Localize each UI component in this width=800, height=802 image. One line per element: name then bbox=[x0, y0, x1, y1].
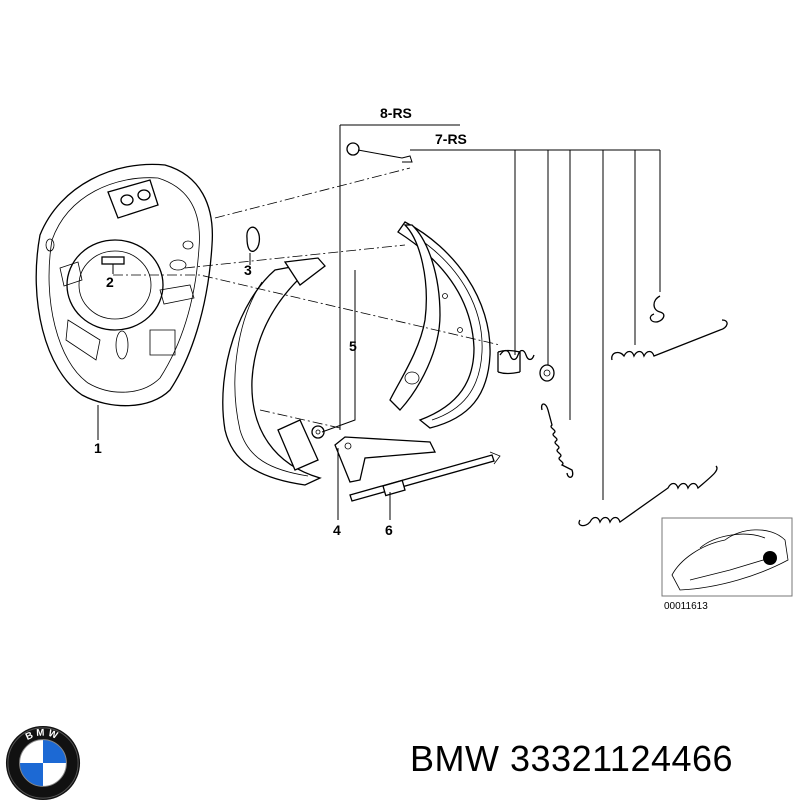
brake-shoe-right bbox=[389, 221, 491, 429]
part-number: 33321124466 bbox=[510, 738, 734, 779]
spring-return-long bbox=[611, 319, 728, 361]
backing-plate bbox=[35, 163, 214, 407]
vehicle-locator-inset: 00011613 bbox=[661, 517, 793, 612]
hold-down-pin bbox=[346, 142, 413, 163]
callout-labels: 8-RS 7-RS 2 3 5 1 4 6 bbox=[94, 105, 467, 538]
leader-lines bbox=[97, 124, 661, 520]
inset-reference-number: 00011613 bbox=[664, 601, 708, 612]
parking-brake-lever bbox=[334, 436, 437, 483]
callout-5: 5 bbox=[349, 338, 357, 354]
location-marker bbox=[763, 551, 777, 565]
callout-8-rs: 8-RS bbox=[380, 105, 412, 121]
svg-text:BMW: BMW bbox=[24, 728, 62, 743]
callout-2: 2 bbox=[106, 274, 114, 290]
callout-4: 4 bbox=[333, 522, 341, 538]
spring-cup bbox=[539, 364, 555, 382]
retaining-clip bbox=[246, 226, 261, 252]
adjuster-strut bbox=[349, 451, 501, 502]
center-lines bbox=[113, 167, 501, 429]
spring-return-short bbox=[540, 403, 574, 478]
callout-1: 1 bbox=[94, 440, 102, 456]
brake-shoe-left bbox=[222, 257, 326, 486]
spring-lower bbox=[578, 465, 718, 527]
callout-3: 3 bbox=[244, 262, 252, 278]
callout-7-rs: 7-RS bbox=[435, 131, 467, 147]
spring-adjuster bbox=[497, 349, 535, 375]
brand-name: BMW bbox=[410, 738, 500, 779]
part-caption: BMW 33321124466 bbox=[410, 738, 733, 780]
washer bbox=[311, 425, 325, 439]
hook-spring bbox=[649, 295, 665, 323]
bmw-logo: BMW bbox=[5, 725, 81, 801]
callout-6: 6 bbox=[385, 522, 393, 538]
